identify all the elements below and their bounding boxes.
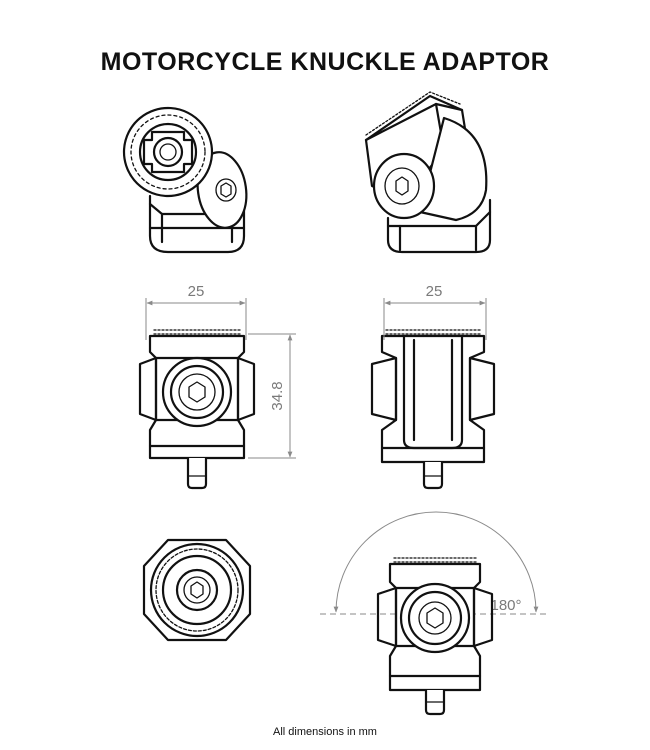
rotation-label: 180° [490, 597, 521, 614]
dimensions-note: All dimensions in mm [273, 726, 377, 738]
side-width-label: 25 [426, 283, 443, 300]
page-title: MOTORCYCLE KNUCKLE ADAPTOR [100, 48, 550, 76]
front-width-label: 25 [188, 283, 205, 300]
isometric-view-left [122, 106, 248, 254]
front-width-dimension: 25 [145, 283, 247, 340]
rotation-view: 180° [320, 511, 548, 716]
bottom-view [142, 538, 252, 642]
side-view [370, 329, 496, 490]
isometric-view-right [364, 91, 492, 254]
height-dimension: 34.8 [248, 333, 296, 459]
height-label: 34.8 [269, 381, 286, 410]
front-view [138, 329, 256, 490]
side-width-dimension: 25 [383, 283, 487, 340]
